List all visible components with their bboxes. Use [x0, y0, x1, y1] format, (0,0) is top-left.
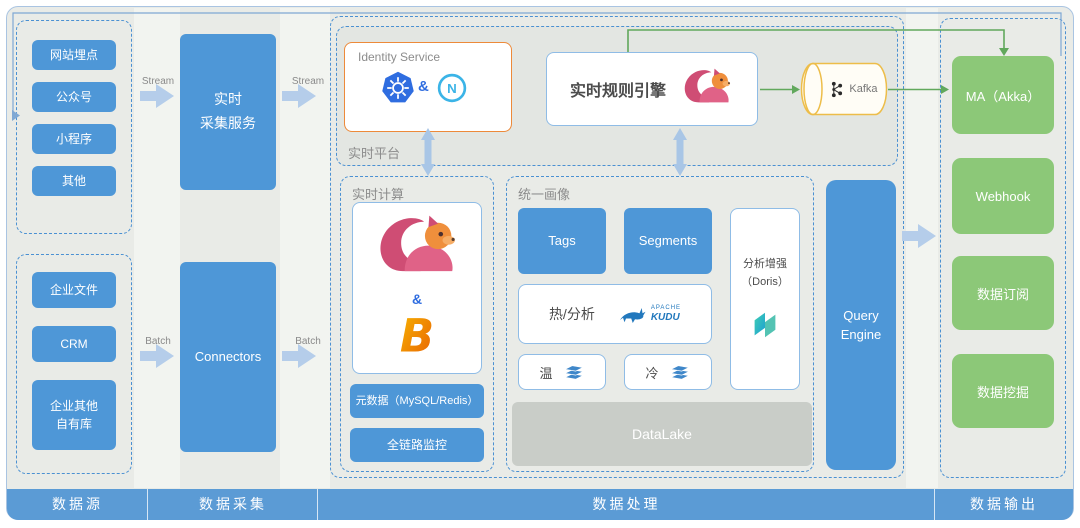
datalake-node: DataLake: [512, 402, 812, 466]
blink-letter: B: [400, 311, 434, 363]
realtime-platform-label: 实时平台: [348, 146, 401, 161]
node-label: 数据订阅: [976, 286, 1029, 302]
node-label: 冷: [645, 365, 659, 381]
nacos-letter: N: [447, 81, 457, 96]
source-node-official-account: 公众号: [32, 82, 116, 112]
kudu-name-text: KUDU: [650, 311, 680, 323]
blink-icon: B: [391, 311, 443, 363]
query-engine-node: Query Engine: [826, 180, 896, 470]
flow-label-batch: Batch: [145, 336, 171, 347]
node-label: Webhook: [975, 188, 1031, 204]
node-label: 热/分析: [548, 306, 595, 322]
footer-separator: [934, 489, 935, 520]
flow-label-stream: Stream: [141, 76, 175, 87]
kafka-label: Kafka: [849, 83, 878, 95]
compute-ampersand: &: [411, 291, 423, 307]
column-gap-strip: [906, 8, 938, 488]
kubernetes-icon: [380, 70, 416, 106]
unified-profile-group: [506, 176, 814, 472]
identity-ampersand: &: [418, 78, 429, 95]
node-label: 其他: [61, 174, 86, 188]
node-label: 数据挖掘: [976, 384, 1029, 400]
doris-icon: [748, 308, 782, 342]
output-node-subscription: 数据订阅: [952, 256, 1054, 330]
realtime-compute-label: 实时计算: [352, 187, 405, 202]
compute-engines-node: & B: [352, 202, 482, 374]
disk-stack-icon: [563, 363, 585, 381]
realtime-collection-service-node: 实时 采集服务: [180, 34, 276, 190]
nacos-icon: N: [436, 72, 468, 104]
flink-icon: [372, 213, 462, 287]
kudu-apache-text: APACHE: [650, 305, 682, 312]
disk-stack-icon: [669, 363, 691, 381]
cold-storage-node: 冷: [624, 354, 712, 390]
segments-node: Segments: [624, 208, 712, 274]
doris-label-line1: 分析增强: [742, 258, 787, 271]
rule-engine-label: 实时规则引擎: [569, 83, 666, 100]
identity-service-label: Identity Service: [358, 50, 441, 64]
hot-analysis-node: 热/分析 APACHE KUDU: [518, 284, 712, 344]
kudu-antelope-icon: [619, 308, 646, 323]
node-label: 全链路监控: [386, 438, 447, 452]
offline-sources-group: [16, 254, 132, 474]
output-node-webhook: Webhook: [952, 158, 1054, 234]
footer-section-data-output: 数据输出: [970, 496, 1038, 512]
output-node-mining: 数据挖掘: [952, 354, 1054, 428]
source-node-crm: CRM: [32, 326, 116, 362]
footer-bar: 数据源 数据采集 数据处理 数据输出: [7, 489, 1073, 520]
monitoring-node: 全链路监控: [350, 428, 484, 462]
node-label: Connectors: [194, 349, 262, 365]
source-node-enterprise-files: 企业文件: [32, 272, 116, 308]
node-label-line2: 采集服务: [200, 115, 256, 131]
node-label: DataLake: [632, 426, 692, 442]
doris-node: 分析增强 （Doris）: [730, 208, 800, 390]
node-label: 公众号: [55, 90, 92, 104]
metadata-node: 元数据（MySQL/Redis）: [350, 384, 484, 418]
doris-label-line2: （Doris）: [741, 276, 789, 288]
footer-section-data-collection: 数据采集: [199, 496, 267, 512]
flow-label-stream: Stream: [291, 76, 325, 87]
unified-profile-label: 统一画像: [518, 187, 571, 202]
kafka-node: Kafka: [800, 62, 888, 116]
connectors-node: Connectors: [180, 262, 276, 452]
footer-separator: [147, 489, 148, 520]
node-label: MA（Akka）: [965, 88, 1041, 104]
source-node-other: 其他: [32, 166, 116, 196]
node-label: 企业文件: [49, 283, 98, 297]
node-label-line2: Engine: [840, 327, 882, 342]
kudu-logo: APACHE KUDU: [617, 303, 681, 325]
kafka-icon: [830, 81, 844, 98]
source-node-web-tracking: 网站埋点: [32, 40, 116, 70]
node-label-line1: 实时: [214, 91, 242, 108]
node-label: 企业其他自有库: [49, 399, 98, 431]
source-node-mini-program: 小程序: [32, 124, 116, 154]
footer-separator: [317, 489, 318, 520]
realtime-compute-group: [340, 176, 494, 472]
node-label: 元数据（MySQL/Redis）: [355, 394, 479, 407]
rule-engine-node: 实时规则引擎: [546, 52, 758, 126]
node-label: Tags: [548, 233, 576, 249]
source-node-enterprise-db: 企业其他自有库: [32, 380, 116, 450]
output-node-ma-akka: MA（Akka）: [952, 56, 1054, 134]
node-label-line1: Query: [843, 307, 879, 323]
footer-section-data-source: 数据源: [52, 496, 103, 512]
flow-label-batch: Batch: [295, 336, 321, 347]
node-label: 小程序: [55, 132, 92, 146]
flink-icon: [680, 67, 734, 112]
footer-section-data-processing: 数据处理: [592, 496, 661, 512]
tags-node: Tags: [518, 208, 606, 274]
node-label: Segments: [638, 233, 698, 249]
node-label: 网站埋点: [49, 48, 98, 62]
warm-storage-node: 温: [518, 354, 606, 390]
node-label: 温: [539, 365, 553, 381]
node-label: CRM: [60, 337, 88, 351]
